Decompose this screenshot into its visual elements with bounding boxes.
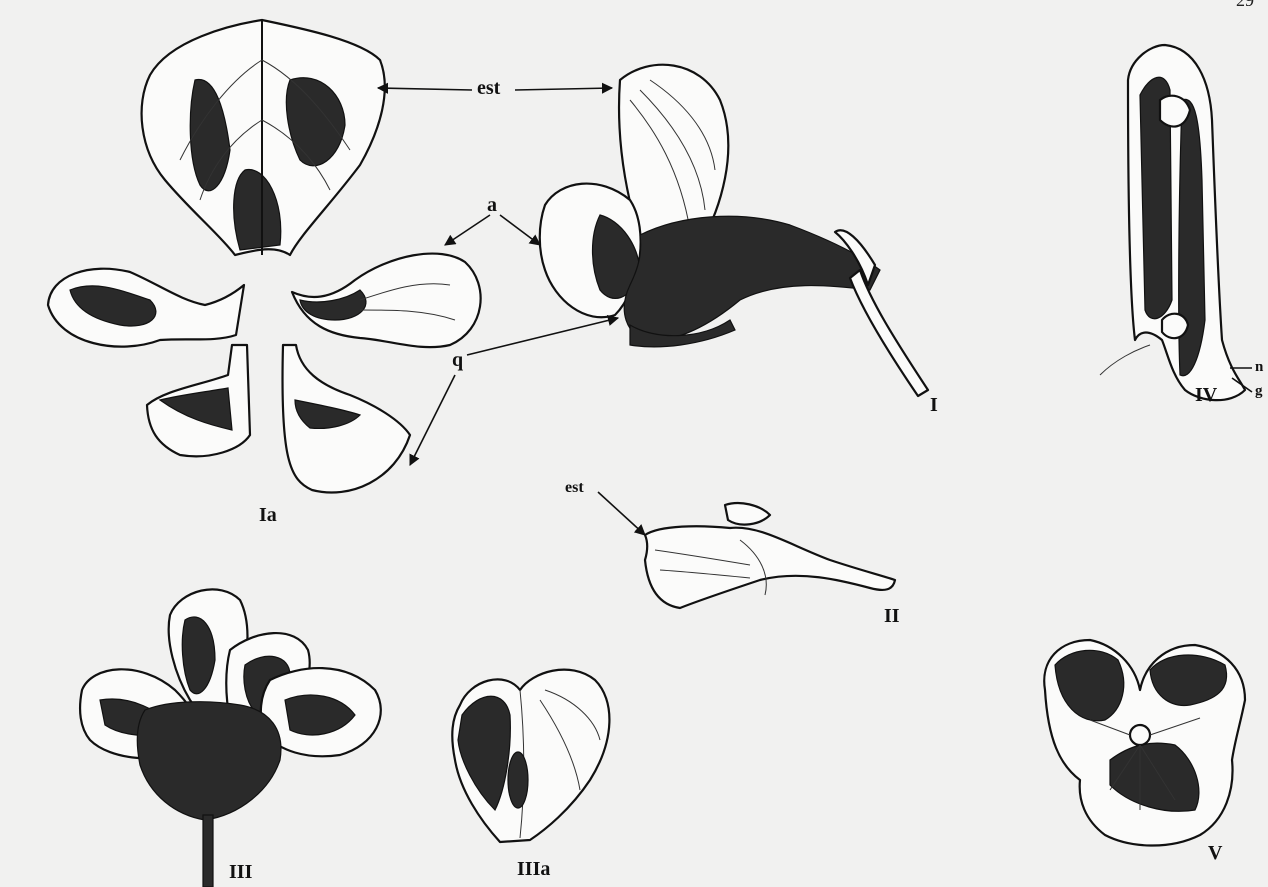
figure-label-IV: IV <box>1195 385 1217 405</box>
petal-pair-drawing <box>452 670 609 842</box>
callout-est-middle: est <box>565 480 584 496</box>
callout-arrows <box>378 88 1252 535</box>
callout-a: a <box>487 195 497 215</box>
callout-q: q <box>452 350 463 370</box>
flower-front-view-drawing <box>80 589 381 887</box>
longitudinal-section-drawing <box>1100 45 1245 400</box>
figure-label-I: I <box>930 395 938 415</box>
callout-g: g <box>1255 384 1263 399</box>
callout-est-top: est <box>477 78 500 98</box>
figure-label-IIIa: IIIa <box>517 859 550 879</box>
figure-label-Ia: Ia <box>259 505 277 525</box>
figure-label-III: III <box>229 862 252 882</box>
flower-side-view-drawing <box>540 65 928 396</box>
petal-spur-drawing <box>645 503 895 608</box>
keel-petals-drawing <box>147 345 410 493</box>
callout-n: n <box>1255 360 1263 375</box>
pansy-flower-drawing <box>1044 640 1245 846</box>
figure-label-II: II <box>884 606 900 626</box>
wing-petals-drawing <box>48 254 481 348</box>
standard-petal-drawing <box>142 20 385 255</box>
figure-label-V: V <box>1208 843 1222 863</box>
